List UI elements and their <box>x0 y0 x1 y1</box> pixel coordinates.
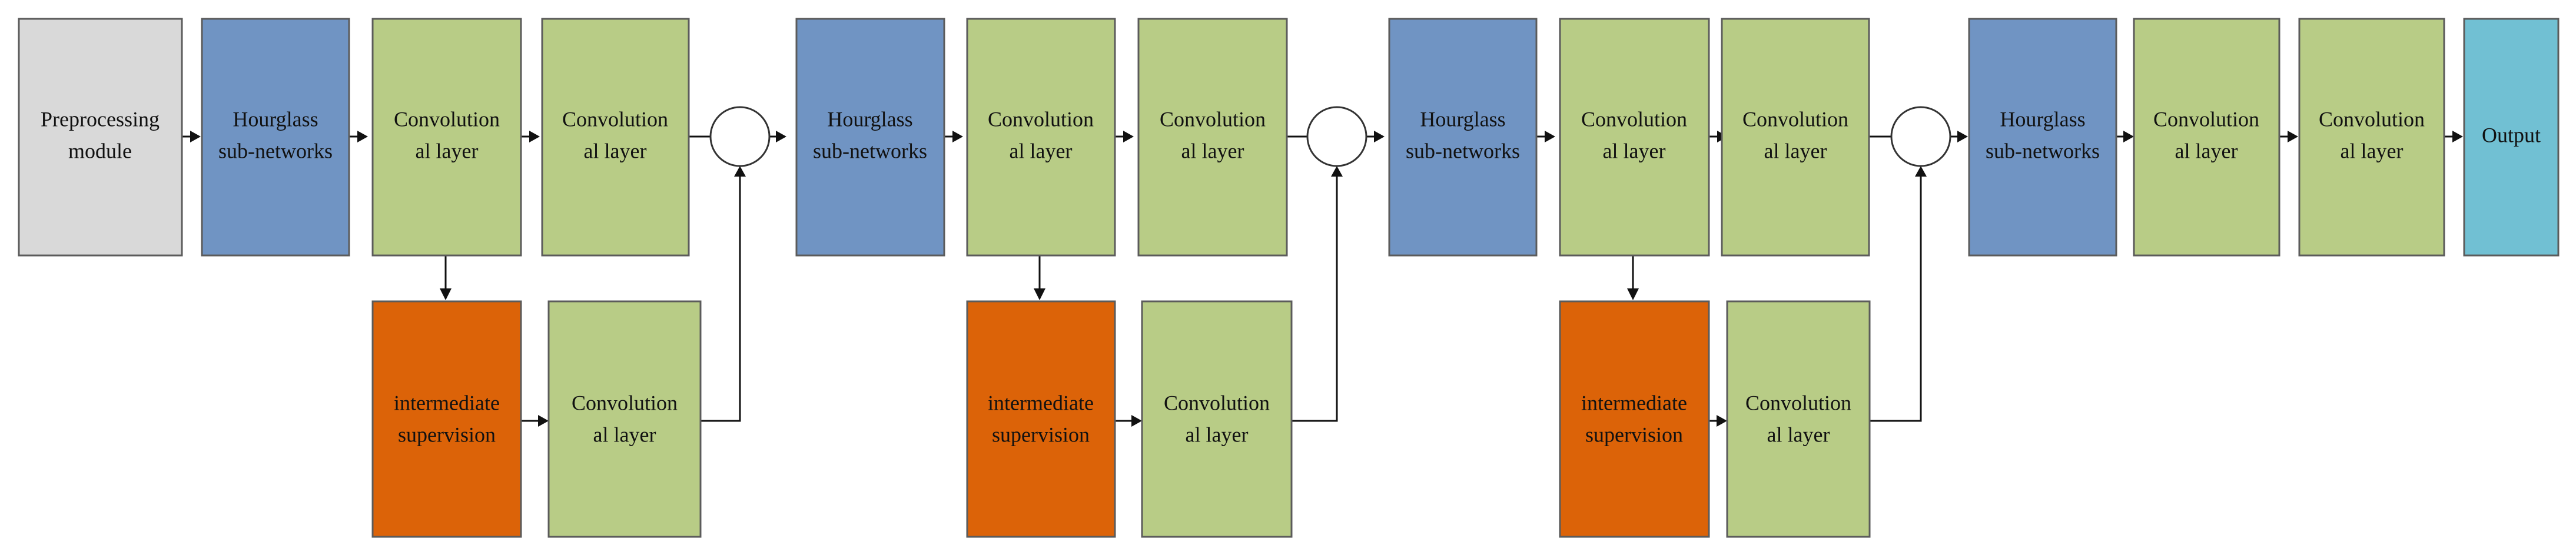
block-label-line2: al layer <box>2175 139 2238 162</box>
sum-node <box>709 106 771 167</box>
convolutional-layer-block: Convolution al layer <box>2298 18 2445 257</box>
hourglass-block: Hourglass sub-networks <box>1968 18 2117 257</box>
convolutional-layer-block: Convolution al layer <box>541 18 690 257</box>
block-label-line1: Convolution <box>988 107 1094 131</box>
block-label-line2: al layer <box>1767 423 1830 446</box>
block-label: Output <box>2482 123 2541 147</box>
convolutional-layer-block: Convolution al layer <box>1559 18 1710 257</box>
block-label-line2: al layer <box>416 139 479 162</box>
hourglass-block: Hourglass sub-networks <box>201 18 350 257</box>
convolutional-layer-block: Convolution al layer <box>1141 300 1293 538</box>
block-label-line1: Preprocessing <box>41 107 160 131</box>
block-label-line1: Convolution <box>562 107 668 131</box>
preprocessing-module-block: Preprocessing module <box>18 18 183 257</box>
output-block: Output <box>2463 18 2560 257</box>
block-label-line2: sub-networks <box>218 139 333 162</box>
block-label-line2: al layer <box>593 423 656 446</box>
block-label-line1: Hourglass <box>1420 107 1505 131</box>
intermediate-supervision-block: intermediate supervision <box>966 300 1116 538</box>
block-label-line2: al layer <box>1764 139 1827 162</box>
block-label-line2: al layer <box>1186 423 1249 446</box>
convolutional-layer-block: Convolution al layer <box>966 18 1116 257</box>
block-label-line1: Convolution <box>572 391 678 414</box>
convolutional-layer-block: Convolution al layer <box>547 300 702 538</box>
intermediate-supervision-block: intermediate supervision <box>371 300 522 538</box>
block-label-line1: Convolution <box>2319 107 2425 131</box>
block-label-line1: Convolution <box>394 107 500 131</box>
block-label-line1: Hourglass <box>2000 107 2085 131</box>
block-label-line1: Convolution <box>1164 391 1270 414</box>
hourglass-block: Hourglass sub-networks <box>1388 18 1538 257</box>
block-label-line1: Convolution <box>2153 107 2259 131</box>
block-label-line1: Convolution <box>1160 107 1266 131</box>
block-label-line1: Convolution <box>1745 391 1851 414</box>
block-label-line2: al layer <box>1010 139 1073 162</box>
block-label-line1: intermediate <box>988 391 1094 414</box>
block-label-line2: supervision <box>1585 423 1683 446</box>
block-label-line2: al layer <box>2341 139 2404 162</box>
block-label-line2: supervision <box>992 423 1090 446</box>
convolutional-layer-block: Convolution al layer <box>1137 18 1288 257</box>
block-label-line2: al layer <box>1603 139 1666 162</box>
block-label-line2: al layer <box>1181 139 1244 162</box>
block-label-line2: sub-networks <box>1406 139 1520 162</box>
block-label-line2: sub-networks <box>813 139 927 162</box>
connectors <box>182 131 2463 427</box>
sum-node <box>1306 106 1367 167</box>
block-label-line1: Hourglass <box>827 107 912 131</box>
block-label-line2: sub-networks <box>1986 139 2100 162</box>
hourglass-block: Hourglass sub-networks <box>795 18 945 257</box>
block-label-line1: Convolution <box>1742 107 1848 131</box>
intermediate-supervision-block: intermediate supervision <box>1559 300 1710 538</box>
block-label-line1: intermediate <box>1581 391 1687 414</box>
block-label-line1: intermediate <box>394 391 500 414</box>
sum-node <box>1890 106 1951 167</box>
block-label-line1: Convolution <box>1581 107 1687 131</box>
convolutional-layer-block: Convolution al layer <box>371 18 522 257</box>
block-label-line2: al layer <box>584 139 647 162</box>
block-label-line2: module <box>68 139 132 162</box>
block-label-line1: Hourglass <box>233 107 318 131</box>
block-label-line2: supervision <box>398 423 496 446</box>
convolutional-layer-block: Convolution al layer <box>1721 18 1870 257</box>
convolutional-layer-block: Convolution al layer <box>2133 18 2280 257</box>
convolutional-layer-block: Convolution al layer <box>1726 300 1871 538</box>
